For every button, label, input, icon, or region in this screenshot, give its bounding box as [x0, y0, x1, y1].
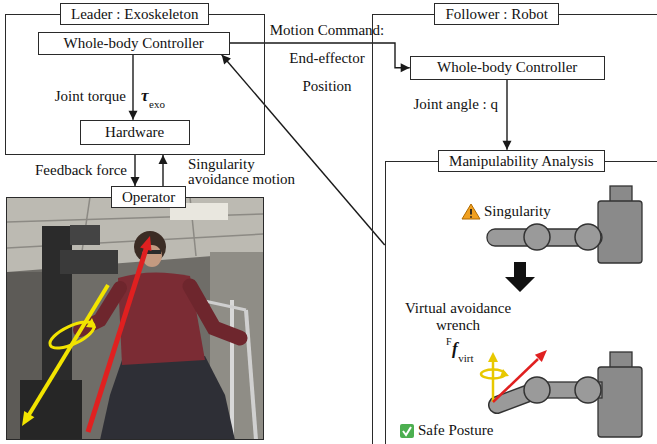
edge-label: Feedback force [35, 162, 127, 179]
edge-label: Singularity avoidance motion [188, 157, 306, 187]
status-label: Safe Posture [418, 422, 493, 439]
arrow-head [159, 155, 168, 164]
symbol: τ [141, 86, 149, 106]
connector-line [506, 80, 507, 150]
robot-singular [462, 186, 642, 292]
connector [159, 155, 168, 186]
group-title: Operator [111, 186, 186, 208]
process-box: Hardware [80, 120, 190, 145]
edge-label: Motion Command: End-effector Position [265, 16, 389, 100]
arrow-head [503, 141, 512, 150]
symbol: f [452, 339, 458, 359]
subscript: virt [458, 352, 473, 365]
box-label: Whole-body Controller [63, 35, 203, 52]
arrow-head [222, 55, 231, 65]
box-label: Hardware [105, 124, 164, 141]
arrow-head [131, 177, 140, 186]
subscript: exo [149, 98, 165, 111]
edge-label: Joint angle : q [413, 96, 498, 113]
group-box: Follower : RobotWhole-body ControllerMan… [372, 14, 657, 444]
arrow-head [401, 63, 410, 72]
annotation: Virtual avoidance wrench [388, 300, 528, 335]
box-label: Whole-body Controller [437, 59, 577, 76]
connector [129, 55, 138, 120]
group-title: Manipulability Analysis [438, 150, 605, 172]
group-box: Leader : ExoskeletonWhole-body Controlle… [5, 14, 265, 155]
arrow-head [129, 111, 138, 120]
group-title: Follower : Robot [434, 3, 559, 25]
group-box: Operator [6, 197, 264, 440]
process-box: Whole-body Controller [410, 56, 605, 80]
connector [131, 155, 140, 186]
connector-line [132, 55, 133, 120]
group-title: Leader : Exoskeleton [60, 3, 209, 25]
superscript: F [446, 336, 452, 348]
edge-label: Joint torque [55, 88, 126, 105]
warning-label: Singularity [484, 203, 551, 220]
process-box: Whole-body Controller [38, 32, 230, 55]
connector [503, 80, 512, 150]
operator-photo [7, 198, 263, 439]
